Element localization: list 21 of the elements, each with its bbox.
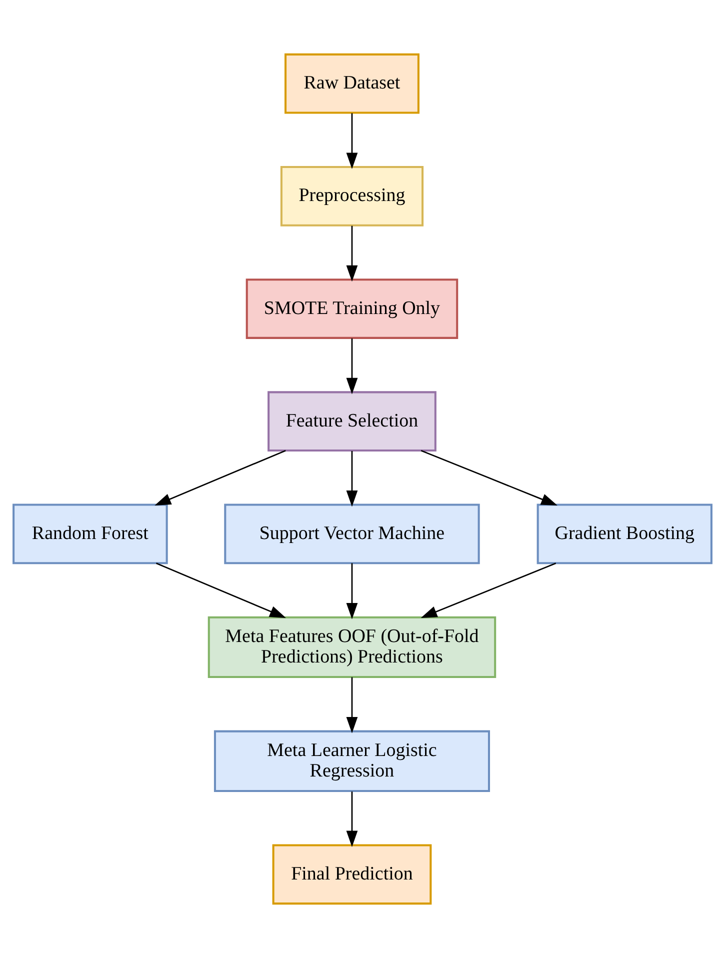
node-box: Preprocessing <box>280 166 424 226</box>
node-box: Final Prediction <box>272 844 432 905</box>
arrow <box>156 562 286 618</box>
arrow <box>346 226 358 282</box>
arrow <box>346 113 358 170</box>
node-box: SMOTE Training Only <box>246 278 458 339</box>
arrow <box>346 677 358 734</box>
node-box: Raw Dataset <box>284 53 420 114</box>
arrow <box>420 450 558 506</box>
arrow <box>154 450 286 506</box>
arrow <box>346 338 358 394</box>
node-box: Gradient Boosting <box>536 504 712 564</box>
node-box: Meta Features OOF (Out-of-Fold Predictions) Predictions <box>208 616 496 678</box>
arrow <box>346 451 358 507</box>
node-box: Random Forest <box>12 504 168 564</box>
arrow <box>420 562 556 618</box>
node-box: Feature Selection <box>268 391 436 452</box>
arrow <box>346 792 358 848</box>
arrow <box>346 563 358 620</box>
node-box: Meta Learner Logistic Regression <box>214 730 490 792</box>
node-box: Support Vector Machine <box>224 504 480 564</box>
